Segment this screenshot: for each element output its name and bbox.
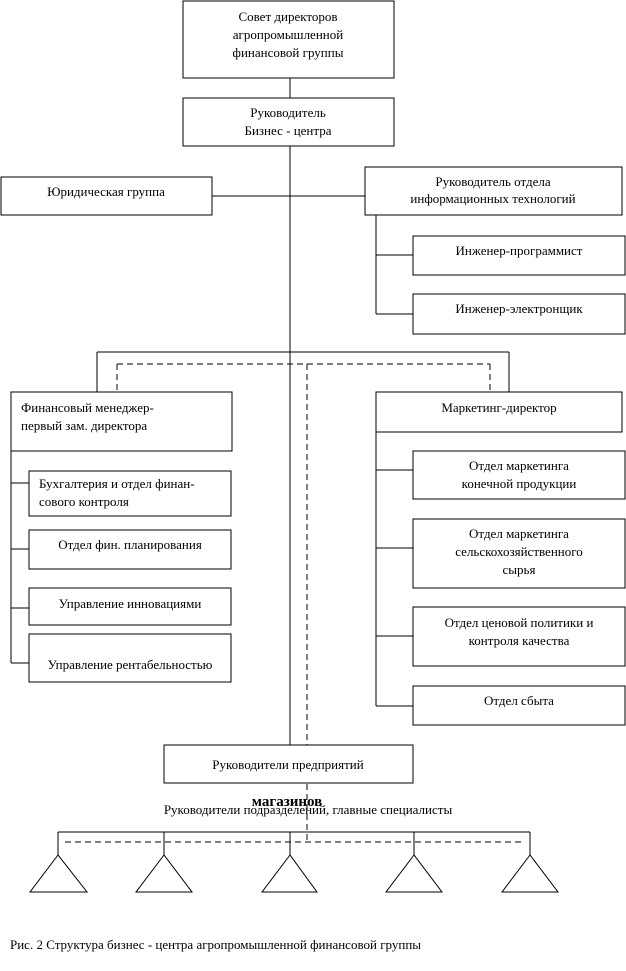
box-electronics-engineer: Инженер-электронщик — [412, 293, 626, 335]
overlap-bold-label: магазинов — [252, 794, 322, 810]
box-marketing-director: Маркетинг-директор — [375, 391, 623, 433]
svg-text:Совет директоров: Совет директоров — [238, 9, 337, 24]
svg-text:Бизнес - центра: Бизнес - центра — [244, 123, 331, 138]
svg-text:конечной продукции: конечной продукции — [462, 476, 577, 491]
box-programmer: Инженер-программист — [412, 235, 626, 276]
svg-text:Управление инновациями: Управление инновациями — [59, 596, 202, 611]
svg-text:Управление рентабельностью: Управление рентабельностью — [48, 657, 213, 672]
svg-text:Отдел фин. планирования: Отдел фин. планирования — [58, 537, 202, 552]
svg-text:Руководители предприятий: Руководители предприятий — [212, 757, 363, 772]
triangle-2 — [134, 854, 194, 893]
svg-text:агропромышленной: агропромышленной — [233, 27, 343, 42]
svg-text:сового контроля: сового контроля — [39, 494, 129, 509]
box-accounting: Бухгалтерия и отдел финан- сового контро… — [28, 470, 232, 517]
subdivisions-label: Руководители подразделений, главные спец… — [164, 802, 453, 817]
svg-text:первый зам. директора: первый зам. директора — [21, 418, 147, 433]
box-sales: Отдел сбыта — [412, 685, 626, 726]
svg-text:Руководитель: Руководитель — [250, 105, 326, 120]
box-pricing-quality: Отдел ценовой политики и контроля качест… — [412, 606, 626, 667]
svg-text:Финансовый менеджер-: Финансовый менеджер- — [21, 400, 154, 415]
svg-text:Отдел маркетинга: Отдел маркетинга — [469, 458, 569, 473]
svg-text:Отдел ценовой политики и: Отдел ценовой политики и — [445, 615, 594, 630]
box-marketing-raw-materials: Отдел маркетинга сельскохозяйственного с… — [412, 518, 626, 589]
connectors — [10, 78, 531, 855]
box-business-center-head: Руководитель Бизнес - центра — [182, 97, 395, 147]
box-financial-manager: Финансовый менеджер- первый зам. директо… — [10, 391, 233, 452]
svg-text:Отдел сбыта: Отдел сбыта — [484, 693, 554, 708]
box-innovation: Управление инновациями — [28, 587, 232, 626]
svg-text:Бухгалтерия и отдел финан-: Бухгалтерия и отдел финан- — [39, 476, 195, 491]
figure-caption: Рис. 2 Структура бизнес - центра агропро… — [10, 937, 421, 952]
dashed-connectors — [65, 363, 525, 843]
svg-text:Юридическая группа: Юридическая группа — [47, 184, 165, 199]
subdivision-triangles — [28, 854, 560, 893]
box-legal-group: Юридическая группа — [0, 176, 213, 216]
svg-text:Руководитель отдела: Руководитель отдела — [435, 174, 550, 189]
triangle-1 — [28, 854, 89, 893]
box-it-head: Руководитель отдела информационных техно… — [364, 166, 623, 216]
triangle-4 — [384, 854, 444, 893]
svg-text:финансовой группы: финансовой группы — [233, 45, 344, 60]
box-board: Совет директоров агропромышленной финанс… — [182, 0, 395, 79]
svg-text:информационных технологий: информационных технологий — [410, 191, 575, 206]
svg-text:Инженер-электронщик: Инженер-электронщик — [455, 301, 583, 316]
triangle-3 — [260, 854, 318, 893]
svg-text:Инженер-программист: Инженер-программист — [456, 243, 583, 258]
box-enterprise-heads: Руководители предприятий — [163, 744, 414, 784]
svg-text:Отдел маркетинга: Отдел маркетинга — [469, 526, 569, 541]
triangle-5 — [500, 854, 560, 893]
box-marketing-final-products: Отдел маркетинга конечной продукции — [412, 450, 626, 500]
box-profitability: Управление рентабельностью — [28, 633, 232, 683]
svg-text:контроля качества: контроля качества — [469, 633, 570, 648]
svg-text:Маркетинг-директор: Маркетинг-директор — [441, 400, 556, 415]
svg-text:сельскохозяйственного: сельскохозяйственного — [455, 544, 583, 559]
svg-text:сырья: сырья — [503, 562, 536, 577]
box-financial-planning: Отдел фин. планирования — [28, 529, 232, 570]
